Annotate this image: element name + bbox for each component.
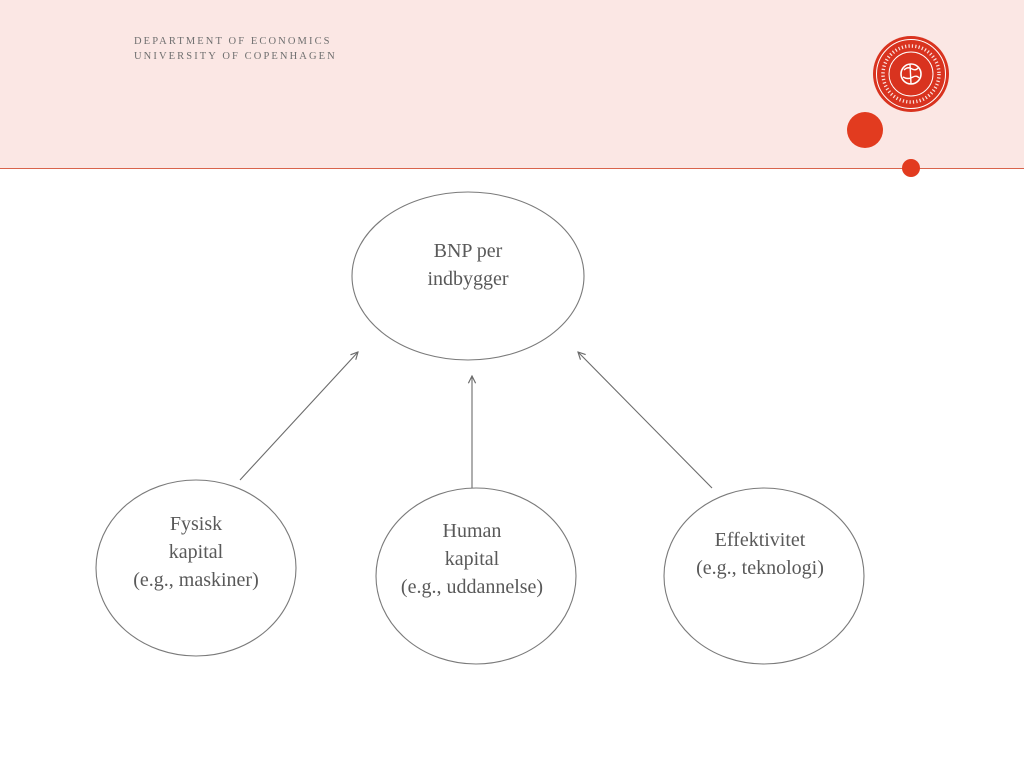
gdp-per-capita-label: BNP per indbygger — [368, 237, 568, 293]
logo-graphics — [847, 36, 949, 177]
efficiency-label: Effektivitet (e.g., teknologi) — [650, 526, 870, 582]
university-name: UNIVERSITY OF COPENHAGEN — [134, 51, 337, 62]
human-capital-node — [375, 487, 577, 665]
decorative-dot-small — [902, 159, 920, 177]
gdp-label-line: BNP per — [433, 240, 503, 262]
gdp-label-line: indbygger — [427, 268, 509, 290]
efficiency-line: Effektivitet — [714, 529, 806, 551]
human-capital-line: (e.g., uddannelse) — [400, 576, 544, 598]
physical-capital-line: (e.g., maskiner) — [133, 569, 259, 591]
university-seal-icon — [873, 36, 949, 112]
human-capital-line: Human — [442, 520, 502, 542]
arrow-physical-to-gdp — [239, 352, 358, 481]
arrow-efficiency-to-gdp — [578, 352, 713, 489]
gdp-per-capita-node — [351, 191, 585, 361]
physical-capital-line: Fysisk — [169, 513, 223, 535]
human-capital-line: kapital — [444, 548, 500, 570]
efficiency-line: (e.g., teknologi) — [696, 557, 824, 579]
header-band: DEPARTMENT OF ECONOMICS UNIVERSITY OF CO… — [0, 0, 1024, 177]
efficiency-node — [663, 487, 865, 665]
decorative-dot-large — [847, 112, 883, 148]
department-name: DEPARTMENT OF ECONOMICS — [134, 36, 332, 47]
human-capital-label: Human kapital (e.g., uddannelse) — [362, 517, 582, 601]
physical-capital-line: kapital — [168, 541, 224, 563]
physical-capital-label: Fysisk kapital (e.g., maskiner) — [86, 510, 306, 594]
physical-capital-node — [95, 479, 297, 657]
